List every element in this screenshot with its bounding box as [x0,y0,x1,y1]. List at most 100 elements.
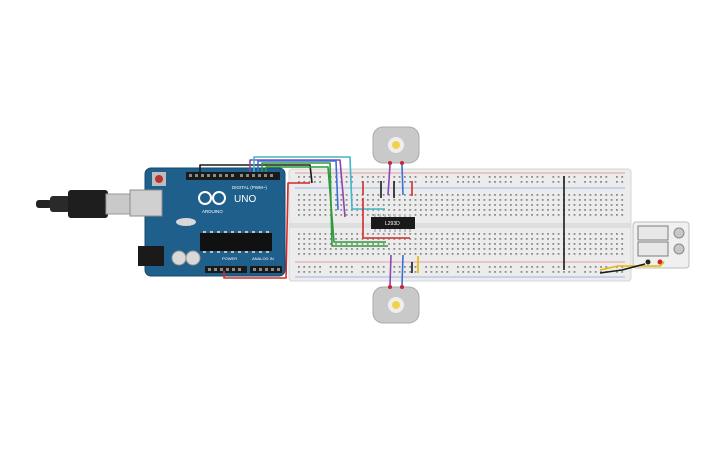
breadboard-hole [541,194,544,196]
breadboard-hole [520,209,523,211]
breadboard-hole [324,243,327,245]
breadboard-hole [425,238,427,240]
breadboard-hole [446,253,449,255]
dc-motor-top[interactable] [372,126,420,165]
breadboard-hole [552,181,555,183]
breadboard-hole [313,194,316,196]
breadboard-hole [557,271,560,273]
breadboard-hole [536,214,539,216]
l293d-chip[interactable]: L293D [371,214,415,232]
wire-motor-bottom-purple[interactable] [389,254,392,286]
power-supply-terminal-positive [657,259,663,265]
breadboard-hole [457,199,459,201]
breadboard-hole [398,194,401,196]
breadboard-hole [600,238,602,240]
breadboard[interactable] [288,168,632,282]
arduino-uno-board[interactable]: DIGITAL (PWM~) UNO ARDUINO POWER ANALOG … [129,167,286,277]
breadboard-hole [472,199,475,201]
usb-cable[interactable] [36,190,135,218]
breadboard-hole [616,248,618,250]
breadboard-hole [430,209,433,211]
breadboard-hole [478,271,480,273]
breadboard-hole [404,248,406,250]
breadboard-hole [584,199,586,201]
breadboard-hole [552,233,555,235]
breadboard-hole [541,214,544,216]
wire-green-2[interactable] [265,166,386,243]
wire-motor-bottom-blue[interactable] [401,254,404,286]
breadboard-hole [356,253,359,255]
arduino-logo-icon [198,191,226,205]
breadboard-hole [488,238,491,240]
breadboard-hole [414,194,417,196]
wire-red-5v[interactable] [223,182,310,279]
breadboard-hole [435,209,438,211]
wire-purple[interactable] [249,159,346,218]
breadboard-hole [335,243,337,245]
breadboard-hole [425,181,427,183]
wire-motor-top-purple[interactable] [387,164,391,196]
breadboard-hole [589,233,592,235]
breadboard-hole [472,214,475,216]
wire-black-gnd[interactable] [199,164,313,184]
breadboard-hole [457,204,459,206]
breadboard-hole [319,209,321,211]
dc-motor-bottom[interactable] [372,285,420,324]
wire-blue[interactable] [257,160,339,211]
breadboard-hole [610,204,613,206]
breadboard-hole [600,253,602,255]
breadboard-hole [462,248,465,250]
breadboard-hole [398,271,401,273]
breadboard-hole [430,271,433,273]
breadboard-hole [510,266,512,268]
breadboard-hole [319,176,321,178]
breadboard-hole [504,243,507,245]
breadboard-hole [478,194,480,196]
power-supply[interactable] [632,221,690,269]
breadboard-hole [499,209,502,211]
breadboard-hole [467,266,470,268]
power-supply-knob-1[interactable] [673,227,685,239]
breadboard-hole [557,209,560,211]
breadboard-hole [536,176,539,178]
breadboard-hole [393,271,396,273]
wire-black-supply[interactable] [599,263,646,274]
breadboard-hole [324,209,327,211]
breadboard-hole [510,253,512,255]
breadboard-hole [377,248,380,250]
wire-green-1[interactable] [261,162,388,247]
wire-motor-top-blue[interactable] [401,164,404,196]
breadboard-hole [377,181,380,183]
breadboard-hole [610,199,613,201]
breadboard-hole [388,248,390,250]
breadboard-hole [467,271,470,273]
breadboard-hole [573,194,576,196]
breadboard-hole [531,271,533,273]
breadboard-hole [610,243,613,245]
breadboard-hole [621,248,624,250]
breadboard-hole [499,233,502,235]
breadboard-hole [372,243,374,245]
breadboard-hole [361,266,364,268]
breadboard-hole [541,271,544,273]
breadboard-hole [478,233,480,235]
power-supply-knob-2[interactable] [673,243,685,255]
breadboard-hole [340,243,343,245]
breadboard-hole [398,266,401,268]
breadboard-hole [547,248,549,250]
breadboard-hole [308,238,311,240]
breadboard-hole [351,238,353,240]
breadboard-hole [425,209,427,211]
breadboard-hole [589,204,592,206]
breadboard-hole [563,271,565,273]
breadboard-holes [298,176,624,273]
breadboard-hole [414,204,417,206]
breadboard-hole [616,176,618,178]
breadboard-hole [435,233,438,235]
breadboard-hole [520,243,523,245]
wire-red-chip-top-2[interactable] [362,198,410,239]
breadboard-hole [377,199,380,201]
breadboard-hole [345,243,348,245]
breadboard-hole [382,181,385,183]
breadboard-hole [345,233,348,235]
